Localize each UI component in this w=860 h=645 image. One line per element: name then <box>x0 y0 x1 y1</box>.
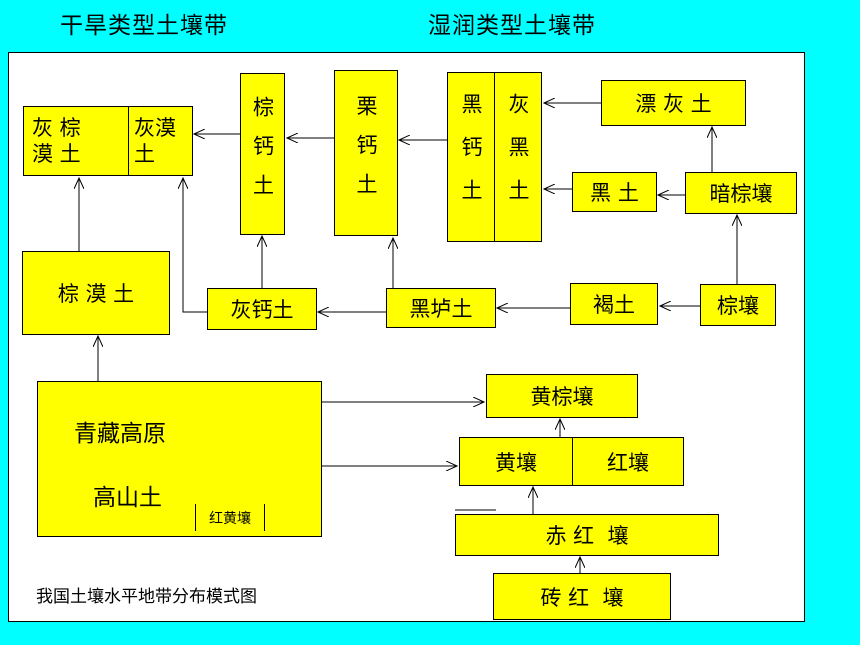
dark-loessial-soil: 黑垆土 <box>386 288 496 328</box>
yellow-brown-earth: 黄棕壤 <box>486 374 638 418</box>
chernozem: 黑钙土 <box>448 73 495 241</box>
plateau-label: 青藏高原 <box>74 421 166 447</box>
humid-zone-header: 湿润类型土壤带 <box>428 13 596 39</box>
gray-brown-desert-soil: 灰 棕 漠 土 <box>24 107 129 175</box>
gray-black-soil-label: 灰黑土 <box>506 92 530 222</box>
brown-calcic-soil-label: 棕钙土 <box>250 95 275 213</box>
yellow-earth: 黄壤 <box>460 438 573 485</box>
laterite: 砖 红 壤 <box>493 573 671 620</box>
brown-calcic-soil: 棕钙土 <box>240 73 285 235</box>
gray-black-soil: 灰黑土 <box>495 73 541 241</box>
bleached-gray-soil: 漂 灰 土 <box>601 80 746 126</box>
red-yellow-soil-label: 红黄壤 <box>195 504 265 531</box>
gray-desert-soil: 灰漠 土 <box>134 116 176 166</box>
gray-brown-desert-and-gray-desert-box: 灰 棕 漠 土 灰漠 土 <box>23 106 193 176</box>
chernozem-and-gray-black-box: 黑钙土 灰黑土 <box>447 72 542 242</box>
red-earth: 红壤 <box>607 450 649 475</box>
chestnut-soil-label: 栗钙土 <box>354 94 378 212</box>
lateritic-red-earth: 赤 红 壤 <box>455 514 719 556</box>
yellow-and-red-earth-box: 黄壤 红壤 <box>459 437 684 486</box>
qinghai-tibet-plateau: 青藏高原 高山土 红黄壤 <box>37 381 322 537</box>
arid-zone-header: 干旱类型土壤带 <box>60 13 228 39</box>
dark-brown-soil: 暗棕壤 <box>685 172 797 214</box>
black-soil: 黑 土 <box>572 172 657 212</box>
cinnamon-soil: 褐土 <box>570 283 658 325</box>
diagram-caption: 我国土壤水平地带分布模式图 <box>36 587 257 607</box>
chernozem-label: 黑钙土 <box>459 92 483 222</box>
brown-desert-soil: 棕 漠 土 <box>22 251 170 335</box>
alpine-soil-label: 高山土 <box>93 485 162 511</box>
chestnut-soil: 栗钙土 <box>334 70 398 236</box>
brown-earth: 棕壤 <box>700 284 776 326</box>
sierozem: 灰钙土 <box>207 288 317 330</box>
